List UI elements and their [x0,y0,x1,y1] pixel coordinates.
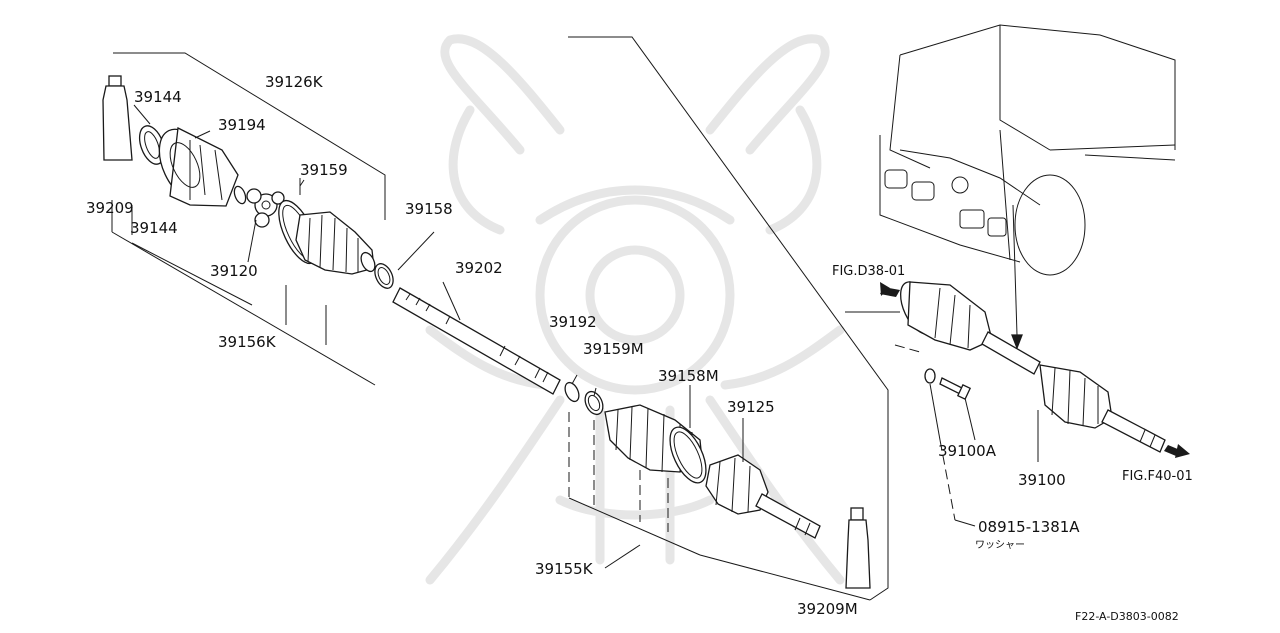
label-08915-1381A: 08915-1381A [978,518,1080,536]
joint-housing-39194[interactable] [149,121,239,208]
label-39100: 39100 [1018,471,1066,489]
fig-ref-d38-01[interactable]: FIG.D38-01 [832,264,905,279]
label-39156K: 39156K [218,333,277,351]
boot-band-39158M[interactable] [663,422,714,488]
figure-references: FIG.D38-01 FIG.F40-01 [832,264,1193,484]
boot-band-39159M[interactable] [582,389,607,418]
watermark-emblem [425,34,845,585]
label-39194: 39194 [218,116,266,134]
fig-ref-f40-01[interactable]: FIG.F40-01 [1122,469,1193,484]
drive-shaft-assembly-39100[interactable] [893,277,1166,453]
label-39158M: 39158M [658,367,719,385]
label-39155K: 39155K [535,560,594,578]
label-39209: 39209 [86,199,134,217]
installed-shaft-indicator [1011,204,1023,350]
label-39192: 39192 [549,313,597,331]
circlip-39144[interactable] [232,185,248,205]
label-39126K: 39126K [265,73,324,91]
label-39144-top: 39144 [134,88,182,106]
inner-joint-group [102,52,396,386]
label-39120: 39120 [210,262,258,280]
washer-08915-1381A[interactable] [924,368,936,384]
label-39209M: 39209M [797,600,858,618]
label-39144-bottom: 39144 [130,219,178,237]
label-39125: 39125 [727,398,775,416]
spider-assembly-39120[interactable] [246,188,285,228]
label-washer-note: ワッシャー [975,540,1025,551]
inner-boot[interactable] [295,211,378,275]
label-39100A: 39100A [938,442,997,460]
fig-d38-arrow [845,282,900,313]
outer-cv-joint-39125[interactable] [705,454,821,539]
drawing-code: F22-A-D3803-0082 [1075,610,1179,623]
bolt-39100A[interactable] [939,377,972,400]
label-39159: 39159 [300,161,348,179]
fig-f40-arrow [1164,444,1190,458]
grease-tube-39209[interactable] [102,75,133,161]
label-39202: 39202 [455,259,503,277]
kit-39126K-bracket [111,52,386,386]
shaft-39202[interactable] [392,287,561,395]
right-leader-lines [894,344,1039,527]
label-39158: 39158 [405,200,453,218]
part-labels: 39126K 39144 39194 39159 39209 39144 391… [86,73,1080,618]
label-39159M: 39159M [583,340,644,358]
kit-39155K-bracket [568,36,889,601]
boot-band-39158[interactable] [371,261,396,291]
vehicle-outline [879,24,1176,276]
grease-tube-39209M[interactable] [845,507,871,589]
leader-lines [133,104,744,462]
circlip-39192[interactable] [562,380,581,403]
